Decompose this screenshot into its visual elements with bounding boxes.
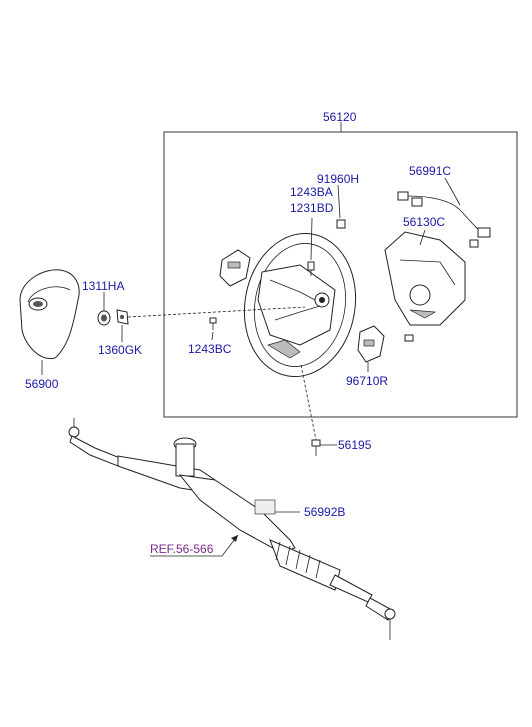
clockspring-cable [397,191,491,248]
left-switch [219,249,251,287]
screw-1243bc [209,317,217,330]
guide-line-nut [127,306,306,318]
label-1231bd: 1231BD [290,201,334,215]
bolt-56195 [311,439,321,456]
steering-rack [68,418,396,640]
label-56195: 56195 [338,438,372,452]
label-1243bc: 1243BC [188,342,232,356]
label-56900: 56900 [25,377,59,391]
leader-91960h [337,184,341,219]
label-1360gk: 1360GK [98,343,142,357]
label-56992b: 56992B [304,505,345,519]
label-96710r: 96710R [346,374,388,388]
label-56991c: 56991C [409,164,451,178]
assembly-frame [163,131,518,418]
leader-ref [150,534,239,557]
right-switch [357,325,385,363]
leader-ref-arrow [231,535,238,542]
label-91960h: 91960H [317,172,359,186]
label-ref[interactable]: REF.56-566 [150,542,214,556]
label-56120: 56120 [323,110,357,124]
bolt-1243ba [307,261,315,276]
leader-56130c [419,229,426,246]
label-1243ba: 1243BA [290,185,333,199]
guide-line-column [300,364,317,441]
leader-1243ba [310,217,313,261]
steering-wheel [243,232,357,378]
leader-56991c [444,177,461,206]
column-cover [384,231,466,342]
nut-1311ha [97,310,111,326]
leader-1243bc [211,331,214,341]
washer-1360gk [116,309,129,325]
clip-91960h [336,219,346,229]
airbag-module [19,269,80,360]
label-1311ha: 1311HA [82,279,124,293]
label-56130c: 56130C [403,215,445,229]
